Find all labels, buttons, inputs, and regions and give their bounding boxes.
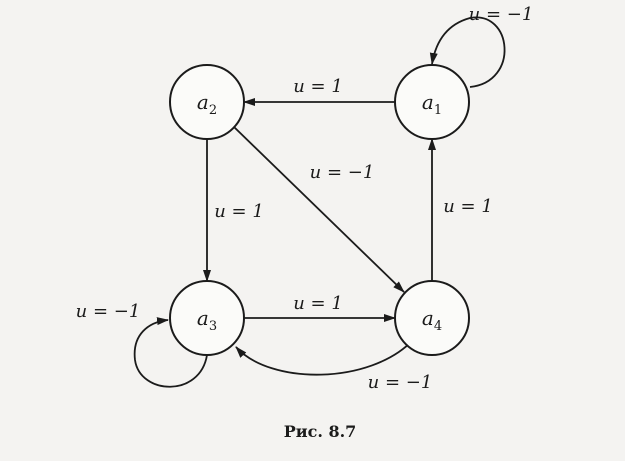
edge-label-a2-a4: u = −1 xyxy=(310,162,375,183)
svg-text:a1: a1 xyxy=(422,90,442,118)
edge-label-a3-a4: u = 1 xyxy=(293,293,343,314)
edge-a4-a3 xyxy=(235,339,414,376)
edge-label-a2-a3: u = 1 xyxy=(214,201,264,222)
edge-label-a3-a3: u = −1 xyxy=(76,301,141,322)
edge-a2-a4 xyxy=(232,125,405,293)
edge-label-a4-a1: u = 1 xyxy=(443,196,493,217)
svg-text:a4: a4 xyxy=(422,306,442,334)
node-a1: a1 xyxy=(394,64,470,140)
node-a4: a4 xyxy=(394,280,470,356)
edge-label-a1-a1: u = −1 xyxy=(469,4,534,25)
edge-label-a4-a3: u = −1 xyxy=(368,372,433,393)
edge-a3-a3 xyxy=(133,317,208,388)
edge-label-a1-a2: u = 1 xyxy=(293,76,343,97)
edge-a1-a1 xyxy=(429,16,506,88)
svg-text:a2: a2 xyxy=(197,90,217,118)
node-a3: a3 xyxy=(169,280,245,356)
svg-text:a3: a3 xyxy=(197,306,217,334)
figure-caption: Рис. 8.7 xyxy=(284,422,357,441)
node-a2: a2 xyxy=(169,64,245,140)
